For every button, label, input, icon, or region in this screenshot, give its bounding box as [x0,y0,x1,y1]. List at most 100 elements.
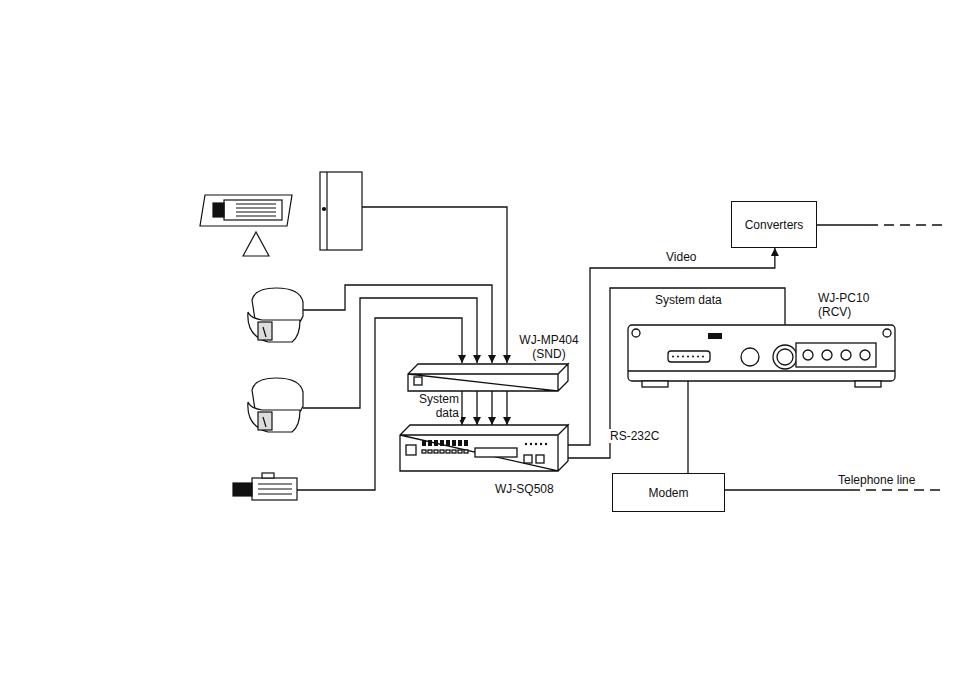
receiver-unit-part [628,325,895,381]
control-box [320,172,362,250]
sequencer-unit-part [525,443,527,445]
receiver-unit: WJ-PC10 (RCV) [628,325,895,387]
sequencer-unit-part [452,450,456,453]
multiplexer-unit-drawing [408,364,568,391]
drawing-part [236,203,276,204]
receiver-unit-part [796,343,876,367]
receiver-unit-part [702,356,704,358]
sequencer-unit-part [422,440,426,446]
sequencer-unit-part [475,448,517,457]
drawing-part [236,207,276,208]
drawing-part [258,488,292,489]
signal-connector [688,381,689,473]
drawing-part [262,473,274,478]
sequencer-unit-part [440,440,444,446]
connector-line [476,391,477,425]
sequencer-unit-part [458,440,462,446]
connector-label: System data [653,293,724,307]
connector-line [491,391,492,425]
sequencer-unit-part [535,443,537,445]
multiplexer-unit-part [408,364,568,391]
line-label: Telephone line [836,473,917,487]
sequencer-unit-part [540,443,542,445]
sequencer-unit-part [428,440,432,446]
drawing-part [236,215,276,216]
sequencer-unit-part [530,443,532,445]
drawing-part [258,322,272,340]
sequencer-unit-part [545,443,547,445]
sequencer-unit-part [428,450,432,453]
drawing-part [868,224,945,225]
receiver-unit-part [628,370,895,371]
sequencer-unit-part [536,455,544,463]
unit-heading: WJ-SQ508 [495,482,575,496]
receiver-unit-part [855,381,881,387]
drawing-part [200,195,292,226]
drawing-part [850,489,945,490]
receiver-unit-part [860,350,870,360]
transmission-line [725,225,945,490]
drawing-part [233,483,252,496]
housed-camera [200,195,292,256]
receiver-unit-part [708,333,722,339]
connector-line [506,391,507,425]
drawing-part [323,208,326,211]
drawing-part [258,493,292,494]
modem-box: Modem [612,473,725,512]
drawing-part [243,232,269,256]
connector-line [687,381,688,473]
drawing-part [258,483,292,484]
sequencer-unit-part [422,450,426,453]
drawing-part [263,417,266,427]
drawing-part [725,489,850,490]
sequencer-unit-part [434,440,438,446]
multiplexer-unit: WJ-MP404 (SND) [408,364,568,391]
receiver-unit-part [642,381,668,387]
drawing-part [236,211,276,212]
unit-heading: WJ-PC10 (RCV) [818,291,874,319]
receiver-unit-part [682,356,684,358]
sequencer-unit-part [406,445,416,455]
unit-heading: WJ-MP404 (SND) [518,333,580,361]
receiver-unit-part [773,345,797,369]
sequencer-unit-part [458,450,462,453]
drawing-part [224,200,282,220]
box-camera [233,473,297,500]
drawing-part [213,203,224,217]
drawing-part [817,224,868,225]
sequencer-unit-part [400,425,568,471]
drawing-part [326,172,327,250]
dome-camera [248,378,303,432]
connector-label: Video [664,250,698,264]
drawing-part [263,327,266,337]
sequencer-unit-part [434,450,438,453]
sequencer-unit-part [446,450,450,453]
connector-label: System data [411,392,461,420]
receiver-unit-part [883,329,891,337]
receiver-unit-part [687,356,689,358]
drawing-part [248,402,300,432]
sequencer-unit-part [524,455,532,463]
receiver-unit-part [777,349,793,365]
connector-label: RS-232C [608,429,661,443]
drawing-part [303,285,492,363]
receiver-unit-part [841,350,851,360]
drawing-part [248,312,300,342]
receiver-unit-part [822,350,832,360]
drawing-part [258,412,272,430]
box-label: Converters [739,218,810,232]
drawing-part [320,172,362,250]
sequencer-unit-part [464,450,468,453]
signal-connector [462,391,507,425]
sequencer-unit-part [446,440,450,446]
converter-box: Converters [731,201,817,248]
sequencer-unit-part [440,450,444,453]
receiver-unit-part [672,356,674,358]
sequencer-unit-part [464,440,468,446]
receiver-unit-part [741,348,759,366]
receiver-unit-part [677,356,679,358]
sequencer-unit: WJ-SQ508 [400,425,568,471]
